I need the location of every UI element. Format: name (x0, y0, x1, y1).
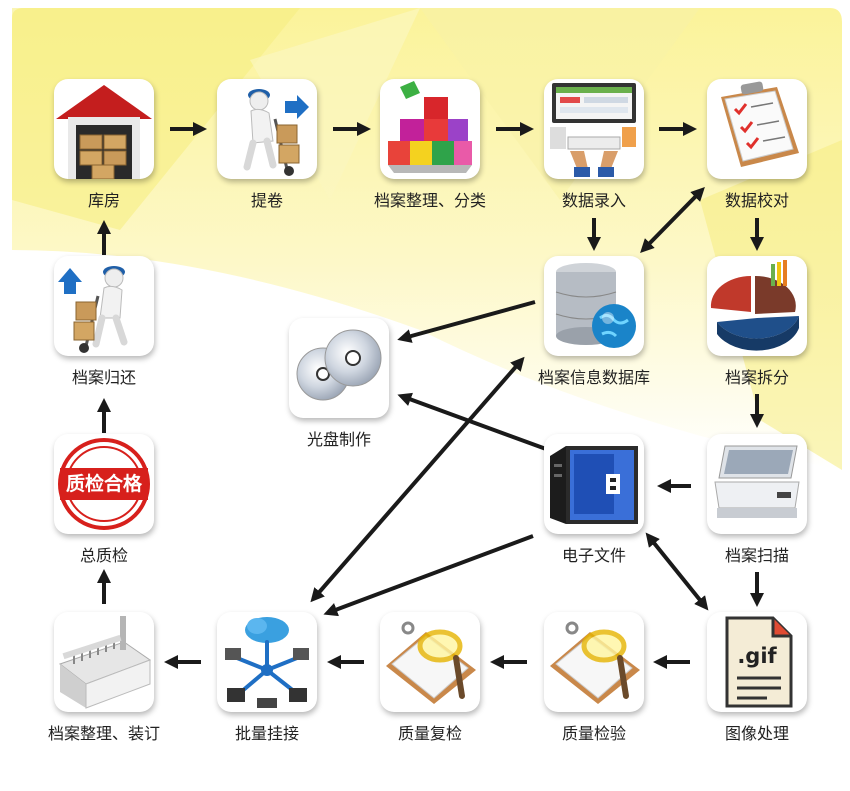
node-returned: 档案归还 (50, 256, 158, 388)
gif-file-icon: .gif (707, 612, 807, 712)
node-efile: 电子文件 (540, 434, 648, 566)
node-label: 库房 (87, 191, 120, 210)
node-inspect: 质量检验 (540, 612, 648, 744)
qc-stamp-icon: 质检合格 (54, 434, 154, 534)
checklist-clipboard-icon (707, 79, 807, 179)
warehouse-icon (54, 79, 154, 179)
node-entry: 数据录入 (540, 79, 648, 211)
qc-stamp-text: 质检合格 (65, 473, 142, 495)
pie-chart-icon (707, 256, 807, 356)
node-label: 批量挂接 (234, 724, 299, 743)
node-retrieve: 提卷 (213, 79, 321, 211)
node-database: 档案信息数据库 (538, 256, 650, 388)
data-entry-icon (544, 79, 644, 179)
node-label: 电子文件 (561, 546, 626, 565)
node-label: 数据录入 (561, 191, 626, 210)
hand-truck-worker-icon (54, 256, 154, 356)
network-cloud-icon (217, 612, 317, 712)
file-extension: .gif (737, 644, 777, 668)
node-proof: 数据校对 (703, 79, 811, 211)
hand-truck-worker-icon (217, 79, 317, 179)
node-disc: 光盘制作 (285, 318, 393, 450)
node-label: 档案归还 (71, 368, 136, 387)
colored-blocks-icon (380, 79, 480, 179)
node-sort: 档案整理、分类 (374, 79, 486, 211)
node-label: 档案扫描 (724, 546, 789, 565)
magnifier-clipboard-icon (544, 612, 644, 712)
node-bind: 档案整理、装订 (48, 612, 160, 744)
magnifier-clipboard-icon (380, 612, 480, 712)
node-scan: 档案扫描 (703, 434, 811, 566)
node-label: 档案拆分 (724, 368, 789, 387)
node-label: 质量检验 (561, 724, 626, 743)
database-globe-icon (544, 256, 644, 356)
binding-machine-icon (54, 612, 154, 712)
node-label: 档案信息数据库 (537, 368, 650, 387)
node-label: 档案整理、分类 (373, 191, 486, 210)
node-label: 光盘制作 (306, 430, 371, 449)
flatbed-scanner-icon (707, 434, 807, 534)
node-label: 图像处理 (724, 724, 789, 743)
node-label: 提卷 (250, 191, 283, 210)
node-warehouse: 库房 (50, 79, 158, 211)
node-label: 数据校对 (724, 191, 789, 210)
server-rack-icon (544, 434, 644, 534)
node-mount: 批量挂接 (213, 612, 321, 744)
optical-disc-icon (289, 318, 389, 418)
node-split: 档案拆分 (703, 256, 811, 388)
node-label: 总质检 (79, 546, 128, 565)
node-final-qc: 质检合格 总质检 (50, 434, 158, 566)
node-image: .gif 图像处理 (703, 612, 811, 744)
node-label: 质量复检 (397, 724, 462, 743)
node-label: 档案整理、装订 (47, 724, 160, 743)
node-recheck: 质量复检 (376, 612, 484, 744)
